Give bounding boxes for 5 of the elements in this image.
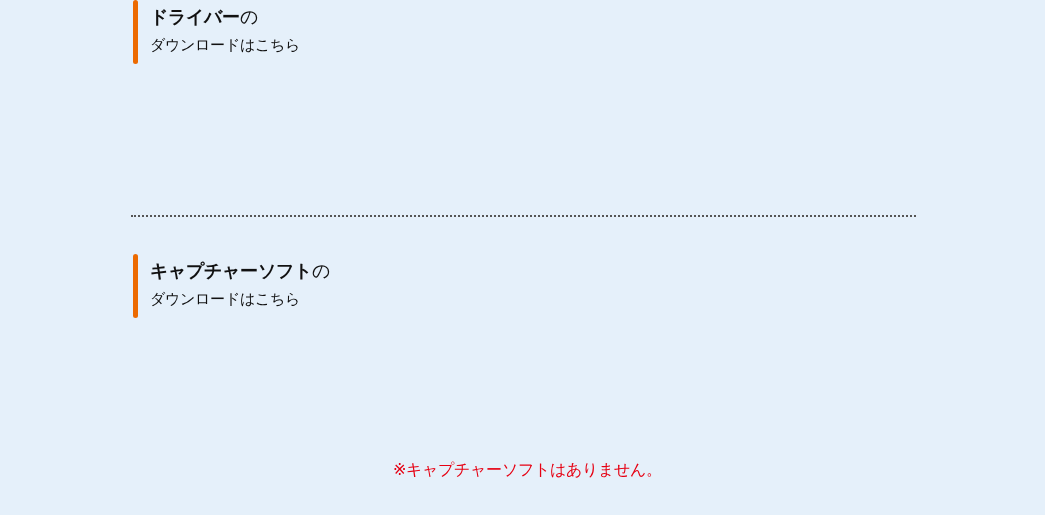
note-text: ※キャプチャーソフトはありません。 xyxy=(393,460,663,481)
download-text: ダウンロードはこちら xyxy=(150,36,300,55)
section-heading: ドライバーの xyxy=(150,5,258,29)
section-heading: キャプチャーソフトの xyxy=(150,259,330,283)
download-text: ダウンロードはこちら xyxy=(150,290,300,309)
